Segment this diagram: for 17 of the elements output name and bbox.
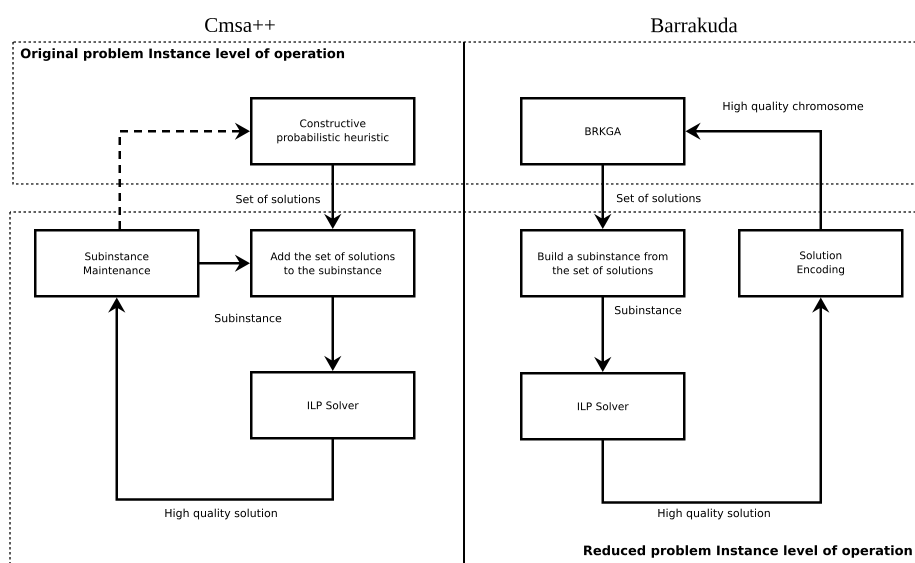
process-box: Subinstance Maintenance xyxy=(34,229,200,298)
column-title: Cmsa++ xyxy=(205,18,275,32)
edge-label: High quality solution xyxy=(656,508,772,520)
process-box: Solution Encoding xyxy=(738,229,904,298)
edge-label: Subinstance xyxy=(613,304,683,316)
edge-label: High quality chromosome xyxy=(721,100,865,114)
edge-label: High quality solution xyxy=(163,508,279,520)
process-box: ILP Solver xyxy=(520,372,686,440)
edge-label: Subinstance xyxy=(213,312,283,324)
process-box: Build a subinstance from the set of solutions xyxy=(520,229,686,298)
process-box: Constructive probabilistic heuristic xyxy=(250,97,416,166)
process-box: ILP Solver xyxy=(250,371,416,440)
column-title: Barrakuda xyxy=(650,18,738,32)
edge-label: Set of solutions xyxy=(234,194,322,204)
process-box: Add the set of solutions to the subinstance xyxy=(250,229,416,298)
process-box: BRKGA xyxy=(520,97,686,166)
edge-label: Set of solutions xyxy=(615,192,702,204)
